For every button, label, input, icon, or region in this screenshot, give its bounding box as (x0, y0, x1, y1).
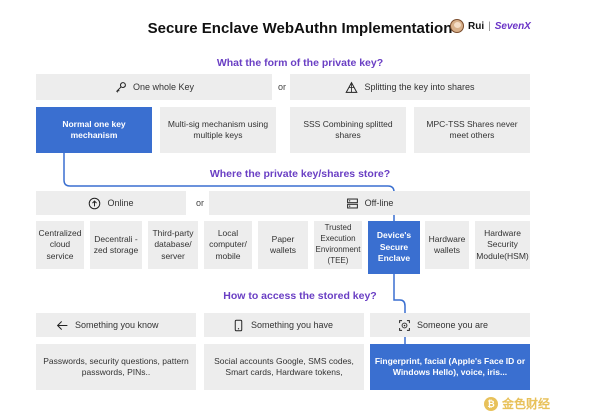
brand-separator: | (488, 20, 491, 32)
section1-question: What the form of the private key? (216, 57, 384, 69)
cell-mpc-tss: MPC-TSS Shares never meet others (414, 107, 530, 153)
section2-question: Where the private key/shares store? (209, 168, 391, 180)
cell-decentralized-storage: Decentrali -zed storage (90, 221, 142, 269)
option-offline-label: Off-line (364, 197, 394, 208)
cloud-upload-icon (88, 197, 101, 210)
page-title: Secure Enclave WebAuthn Implementation (147, 20, 453, 37)
header-something-you-have: Something you have (204, 313, 364, 337)
split-triangle-icon (345, 81, 359, 94)
cell-third-party-db: Third-party database/ server (148, 221, 198, 269)
cell-hardware-wallets: Hardware wallets (425, 221, 469, 269)
watermark-text: 金色财经 (502, 397, 551, 411)
face-scan-icon (398, 319, 411, 332)
server-icon (346, 197, 359, 210)
mobile-phone-icon (232, 319, 245, 332)
header-something-you-have-label: Something you have (251, 319, 334, 330)
key-icon (114, 81, 127, 94)
cell-multi-sig: Multi-sig mechanism using multiple keys (160, 107, 276, 153)
or-label-1: or (278, 82, 287, 92)
watermark-coin-icon: ₿ (484, 396, 498, 411)
back-arrow-icon (56, 319, 69, 332)
cell-normal-one-key: Normal one key mechanism (36, 107, 152, 153)
cell-local-computer: Local computer/ mobile (204, 221, 252, 269)
cell-paper-wallets: Paper wallets (258, 221, 308, 269)
option-one-whole-key-label: One whole Key (132, 81, 195, 92)
cell-sss: SSS Combining splitted shares (290, 107, 406, 153)
cell-knowledge-factors: Passwords, security questions, pattern p… (36, 344, 196, 390)
cell-biometric-factors: Fingerprint, facial (Apple's Face ID or … (370, 344, 530, 390)
brand-org: SevenX (494, 20, 531, 32)
option-splitting-key-label: Splitting the key into shares (364, 81, 475, 92)
header-someone-you-are-label: Someone you are (417, 319, 489, 330)
cell-possession-factors: Social accounts Google, SMS codes, Smart… (204, 344, 364, 390)
cell-centralized-cloud: Centralized cloud service (36, 221, 84, 269)
header-something-you-know-label: Something you know (75, 319, 159, 330)
cell-hsm: Hardware Security Module(HSM) (475, 221, 530, 269)
avatar (450, 19, 464, 33)
option-offline: Off-line (209, 191, 530, 215)
or-label-2: or (196, 198, 205, 208)
option-one-whole-key: One whole Key (36, 74, 272, 100)
section3-question: How to access the stored key? (223, 290, 377, 302)
watermark: ₿ 金色财经 (484, 395, 550, 412)
option-online: Online (36, 191, 186, 215)
brand-name: Rui (468, 20, 485, 32)
brand: Rui | SevenX (450, 19, 531, 33)
option-online-label: Online (107, 197, 134, 208)
cell-tee: Trusted Execution Environment (TEE) (314, 221, 362, 269)
header-something-you-know: Something you know (36, 313, 196, 337)
option-splitting-key: Splitting the key into shares (290, 74, 530, 100)
header-someone-you-are: Someone you are (370, 313, 530, 337)
cell-secure-enclave: Device's Secure Enclave (368, 221, 420, 274)
